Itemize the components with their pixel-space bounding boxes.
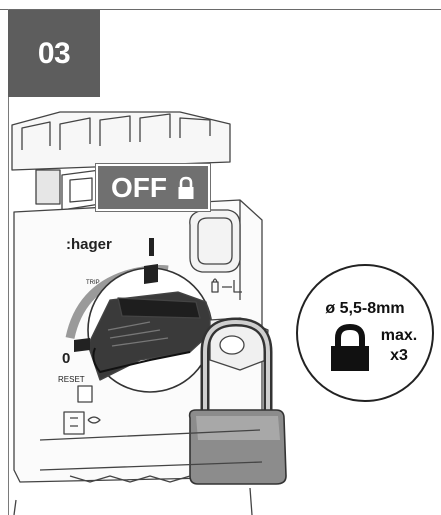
frame-left-border	[8, 9, 9, 515]
off-label-text: OFF	[111, 171, 167, 203]
trip-label: TRIP	[86, 280, 100, 286]
padlock-spec-callout: ø 5,5-8mm max. x3	[296, 264, 434, 402]
off-locked-label: OFF	[95, 163, 211, 212]
reset-label: RESET	[58, 375, 85, 384]
step-number-badge: 03	[8, 10, 100, 97]
brand-logo: :hager	[66, 236, 112, 253]
padlock-icon	[331, 324, 369, 371]
frame-top-border	[0, 9, 441, 10]
padlock-icon	[178, 176, 194, 199]
off-position-symbol: 0	[62, 350, 70, 367]
max-label: max.	[380, 327, 418, 344]
max-count: x3	[390, 347, 408, 364]
shackle-diameter-spec: ø 5,5-8mm	[325, 300, 405, 317]
max-padlocks-spec: max. x3	[374, 326, 424, 366]
